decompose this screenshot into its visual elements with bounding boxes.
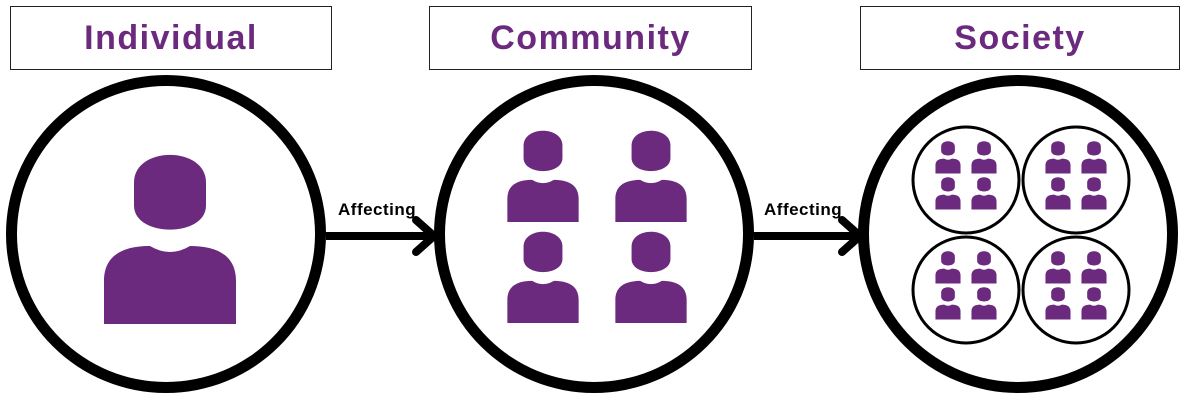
person-icon bbox=[507, 130, 579, 223]
person-icon bbox=[1081, 251, 1107, 284]
group-circle bbox=[911, 235, 1021, 345]
person-icon bbox=[971, 141, 997, 174]
person-icon bbox=[971, 251, 997, 284]
person-icon bbox=[935, 141, 961, 174]
arrow-right-icon bbox=[326, 216, 438, 256]
stage-title: Individual bbox=[84, 18, 258, 57]
person-icon bbox=[971, 177, 997, 210]
person-icon bbox=[1045, 177, 1071, 210]
stage-label-individual: Individual bbox=[10, 6, 332, 70]
arrow-right-icon bbox=[754, 216, 864, 256]
person-icon bbox=[615, 231, 687, 324]
person-icons bbox=[104, 125, 1131, 345]
person-icon bbox=[935, 251, 961, 284]
person-icon bbox=[1081, 141, 1107, 174]
person-icon bbox=[1045, 287, 1071, 320]
person-icon bbox=[935, 177, 961, 210]
person-icon bbox=[1045, 141, 1071, 174]
individual-circle bbox=[6, 75, 326, 393]
person-icon bbox=[104, 154, 236, 324]
stage-title: Community bbox=[490, 18, 691, 57]
person-icon bbox=[1081, 287, 1107, 320]
stage-label-community: Community bbox=[429, 6, 752, 70]
stage-title: Society bbox=[954, 18, 1086, 57]
person-icon bbox=[1081, 177, 1107, 210]
person-icon bbox=[971, 287, 997, 320]
community-circle bbox=[434, 75, 754, 393]
connector-label: Affecting bbox=[338, 200, 417, 219]
stage-label-society: Society bbox=[860, 6, 1180, 70]
person-icon bbox=[1045, 251, 1071, 284]
group-circle bbox=[911, 125, 1021, 235]
person-icon bbox=[935, 287, 961, 320]
group-circle bbox=[1021, 235, 1131, 345]
society-circle bbox=[858, 75, 1178, 393]
connector-label: Affecting bbox=[764, 200, 843, 219]
person-icon bbox=[615, 130, 687, 223]
person-icon bbox=[507, 231, 579, 324]
group-circle bbox=[1021, 125, 1131, 235]
connector-arrows bbox=[326, 216, 864, 256]
